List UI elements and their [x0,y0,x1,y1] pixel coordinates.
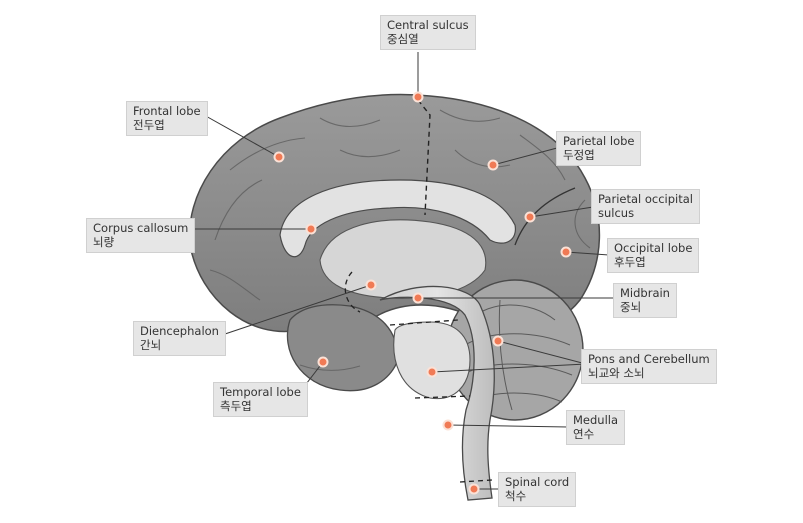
label-occipital-lobe: Occipital lobe 후두엽 [607,238,700,273]
central-sulcus-line [417,99,431,216]
label-parietal-occipital-sulcus: Parietal occipital sulcus [591,189,700,224]
gyri-texture [209,109,591,371]
marker-pons [426,366,438,378]
label-corpus-callosum: Corpus callosum 뇌량 [86,218,196,253]
pons-bulge [393,321,471,400]
marker-frontal-lobe [273,151,285,163]
temporal-lobe-shape [286,304,399,392]
label-frontal-lobe: Frontal lobe 전두엽 [126,101,208,136]
label-parietal-lobe: Parietal lobe 두정엽 [556,131,642,166]
marker-parietal-lobe [487,159,499,171]
markers [273,91,572,495]
parieto-occipital-line [514,187,576,246]
label-pons-cerebellum: Pons and Cerebellum 뇌교와 소뇌 [581,349,717,384]
label-midbrain: Midbrain 중뇌 [613,283,677,318]
label-central-sulcus: Central sulcus 중심열 [380,15,476,50]
marker-temporal-lobe [317,356,329,368]
marker-diencephalon [365,279,377,291]
marker-parietal-occipital-sulcus [524,211,536,223]
label-spinal-cord: Spinal cord 척수 [498,472,577,507]
label-medulla: Medulla 연수 [566,410,626,445]
marker-cerebellum [492,335,504,347]
corpus-callosum-shape [279,179,517,258]
marker-occipital-lobe [560,246,572,258]
stem-boundaries [344,271,493,483]
brainstem-shape [379,285,495,501]
marker-midbrain [412,292,424,304]
leader-lines [188,52,615,490]
marker-central-sulcus [412,91,424,103]
marker-medulla [442,419,454,431]
marker-spinal-cord [468,483,480,495]
marker-corpus-callosum [305,223,317,235]
diencephalon-shape [319,219,487,299]
label-temporal-lobe: Temporal lobe 측두엽 [213,382,308,417]
label-diencephalon: Diencephalon 간뇌 [133,321,226,356]
